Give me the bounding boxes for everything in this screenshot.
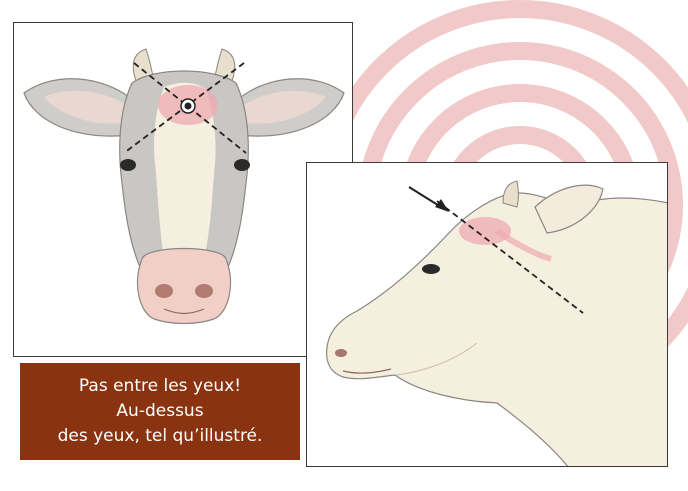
right-nostril: [195, 284, 213, 298]
nostril: [335, 349, 347, 357]
caption-line-3: des yeux, tel qu’illustré.: [58, 424, 263, 449]
left-eye: [120, 159, 136, 171]
muzzle: [138, 249, 231, 324]
front-view-panel: [13, 22, 353, 357]
caption-line-1: Pas entre les yeux!: [79, 374, 241, 399]
caption-box: Pas entre les yeux! Au-dessus des yeux, …: [20, 363, 300, 460]
target-zone: [459, 217, 511, 245]
arrow-icon: [409, 187, 449, 212]
side-cow-illustration: [307, 163, 668, 467]
eye: [422, 264, 440, 274]
right-eye: [234, 159, 250, 171]
caption-line-2: Au-dessus: [116, 399, 203, 424]
horn: [503, 181, 519, 207]
front-cow-illustration: [14, 23, 353, 357]
side-view-panel: [306, 162, 668, 467]
crosshair-dot-icon: [181, 99, 195, 113]
left-nostril: [155, 284, 173, 298]
